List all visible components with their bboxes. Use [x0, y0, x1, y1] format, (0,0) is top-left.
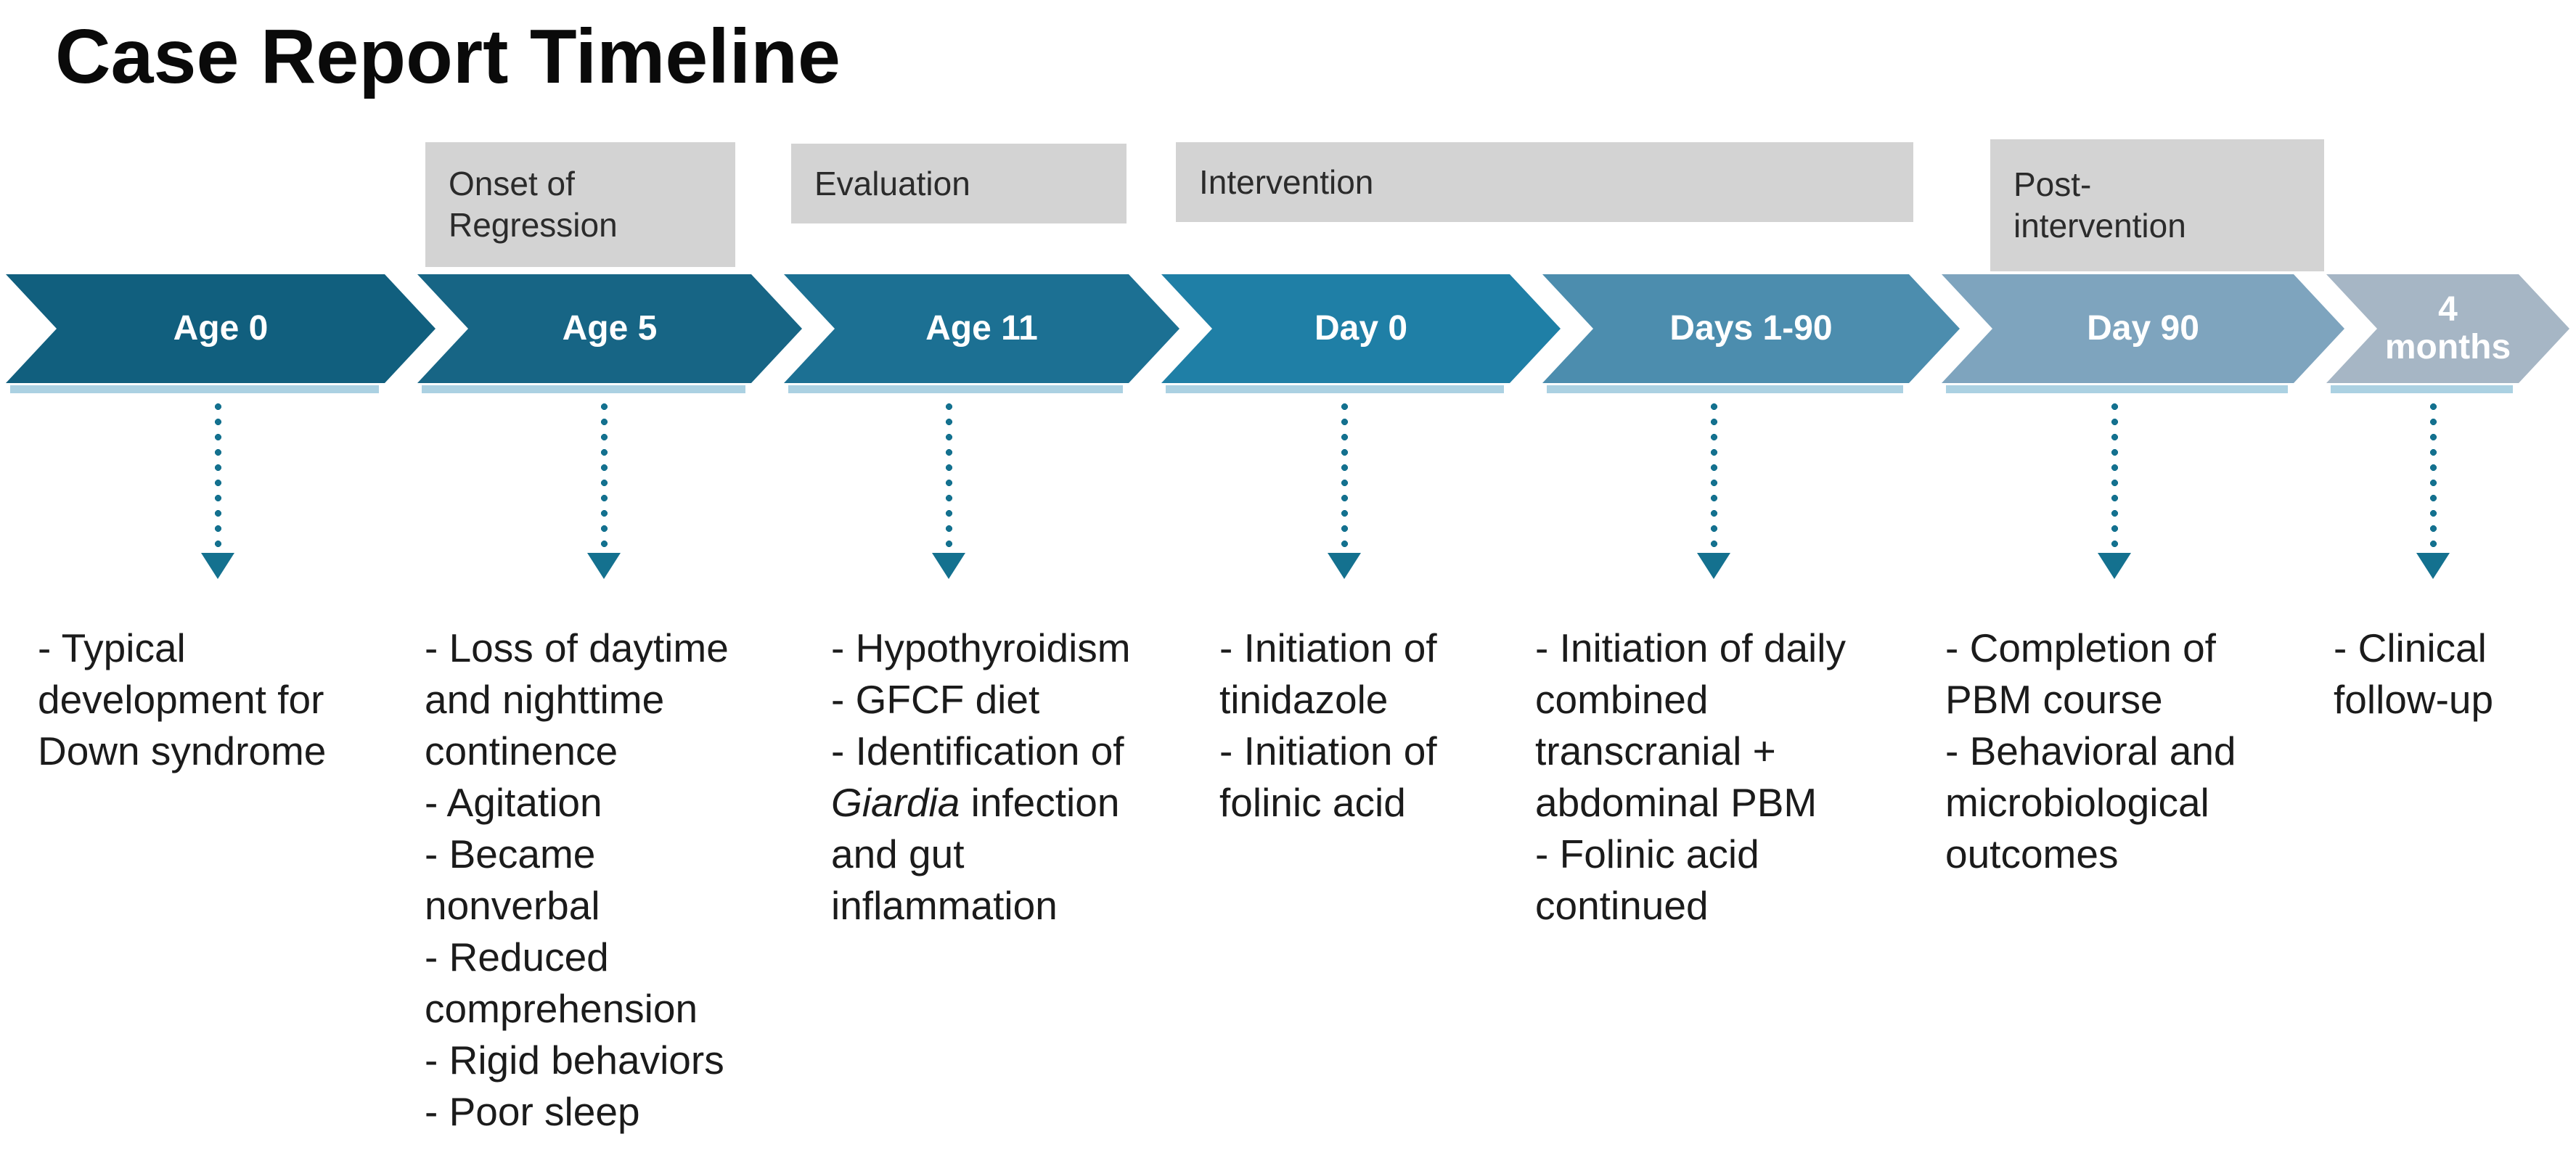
chevron-4-months: 4 months [2326, 274, 2569, 383]
arrow-dotted-line [600, 399, 608, 553]
chevron-age-5: Age 5 [417, 274, 802, 383]
arrow-dotted-line [944, 399, 953, 553]
dotted-down-arrow [201, 399, 234, 579]
arrowhead-down-icon [587, 553, 621, 579]
chevron-days-1-90: Days 1-90 [1542, 274, 1960, 383]
arrowhead-down-icon [2416, 553, 2450, 579]
event-column-6: - Completion of PBM course - Behavioral … [1945, 625, 2236, 876]
arrowhead-down-icon [1328, 553, 1361, 579]
chevron-underline [2331, 385, 2513, 393]
phase-box-intervention: Intervention [1176, 142, 1913, 222]
event-column-1: - Typical development for Down syndrome [38, 625, 327, 773]
event-column-5: - Initiation of daily combined transcran… [1535, 625, 1846, 928]
chevron-underline [422, 385, 745, 393]
event-column-3: - Hypothyroidism - GFCF diet - Identific… [831, 625, 1131, 928]
chevron-label: 4 months [2384, 290, 2511, 366]
arrowhead-down-icon [201, 553, 234, 579]
dotted-down-arrow [1697, 399, 1730, 579]
chevron-underline [1547, 385, 1903, 393]
chevron-underline [10, 385, 379, 393]
page-title: Case Report Timeline [55, 14, 841, 99]
chevron-label: Age 5 [562, 309, 658, 348]
chevron-day-0: Day 0 [1161, 274, 1561, 383]
chevron-label: Day 90 [2087, 309, 2199, 348]
dotted-down-arrow [587, 399, 621, 579]
event-column-4: - Initiation of tinidazole - Initiation … [1219, 625, 1437, 825]
arrowhead-down-icon [1697, 553, 1730, 579]
chevron-label: Day 0 [1314, 309, 1408, 348]
chevron-label: Days 1-90 [1669, 309, 1833, 348]
arrow-dotted-line [1340, 399, 1349, 553]
dotted-down-arrow [932, 399, 965, 579]
chevron-underline [1166, 385, 1504, 393]
chevron-age-0: Age 0 [6, 274, 436, 383]
chevron-underline [1946, 385, 2288, 393]
dotted-down-arrow [2098, 399, 2131, 579]
phase-box-evaluation: Evaluation [791, 144, 1127, 223]
arrowhead-down-icon [2098, 553, 2131, 579]
arrow-dotted-line [1709, 399, 1718, 553]
chevron-underline [788, 385, 1123, 393]
arrow-dotted-line [2429, 399, 2437, 553]
chevron-age-11: Age 11 [784, 274, 1179, 383]
chevron-label: Age 11 [925, 309, 1038, 348]
phase-box-post-intervention: Post- intervention [1990, 139, 2324, 271]
event-column-7: - Clinical follow-up [2334, 625, 2494, 722]
dotted-down-arrow [2416, 399, 2450, 579]
chevron-day-90: Day 90 [1942, 274, 2344, 383]
arrow-dotted-line [2110, 399, 2119, 553]
chevron-label: Age 0 [173, 309, 269, 348]
dotted-down-arrow [1328, 399, 1361, 579]
phase-box-onset-of-regression: Onset of Regression [425, 142, 735, 267]
arrowhead-down-icon [932, 553, 965, 579]
arrow-dotted-line [213, 399, 222, 553]
event-column-2: - Loss of daytime and nighttime continen… [425, 625, 729, 1134]
